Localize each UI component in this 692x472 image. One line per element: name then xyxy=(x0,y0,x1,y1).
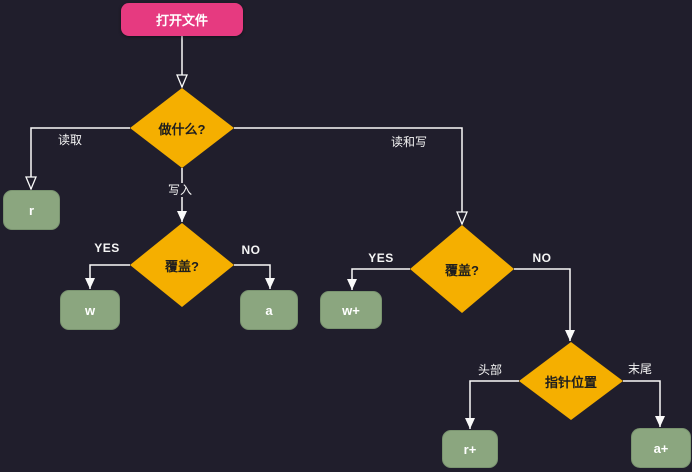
edge-overwrite1-to-a xyxy=(234,264,275,289)
node-result-a-plus[interactable]: a+ xyxy=(631,428,691,468)
edge-label-write: 写入 xyxy=(164,183,196,197)
edge-pointer-to-aplus xyxy=(623,380,665,427)
node-result-r[interactable]: r xyxy=(3,190,60,230)
edge-label-yes-write: YES xyxy=(91,241,123,255)
node-decision-overwrite-write-label: 覆盖? xyxy=(165,258,199,274)
node-result-r-label: r xyxy=(28,202,35,218)
edge-pointer-to-rplus xyxy=(465,380,519,429)
edge-label-read-write: 读和写 xyxy=(387,135,431,149)
node-start[interactable]: 打开文件 xyxy=(121,3,243,36)
node-decision-overwrite-rw-label: 覆盖? xyxy=(445,262,479,278)
edge-label-head: 头部 xyxy=(474,363,506,377)
node-result-a-plus-label: a+ xyxy=(653,440,669,456)
node-result-r-plus[interactable]: r+ xyxy=(442,430,498,468)
edge-label-no-write: NO xyxy=(238,243,264,257)
edge-overwrite2-to-wplus xyxy=(347,268,410,290)
edge-what-to-overwrite2 xyxy=(234,127,462,224)
node-decision-pointer-label: 指针位置 xyxy=(544,374,597,390)
edge-overwrite2-to-pointer xyxy=(514,268,575,341)
node-result-w[interactable]: w xyxy=(60,290,120,330)
node-result-w-label: w xyxy=(84,302,96,318)
node-result-r-plus-label: r+ xyxy=(463,441,477,457)
node-result-w-plus[interactable]: w+ xyxy=(320,291,382,329)
node-start-label: 打开文件 xyxy=(155,13,208,28)
edge-label-read: 读取 xyxy=(54,133,86,147)
edge-overwrite1-to-w xyxy=(85,264,130,289)
edge-label-no-rw: NO xyxy=(529,251,555,265)
node-decision-what-label: 做什么? xyxy=(158,121,206,137)
node-result-a-label: a xyxy=(265,302,273,318)
edge-label-tail: 末尾 xyxy=(624,362,656,376)
node-result-a[interactable]: a xyxy=(240,290,298,330)
node-result-w-plus-label: w+ xyxy=(342,302,360,318)
edge-what-to-r xyxy=(31,127,130,189)
edge-label-yes-rw: YES xyxy=(365,251,397,265)
